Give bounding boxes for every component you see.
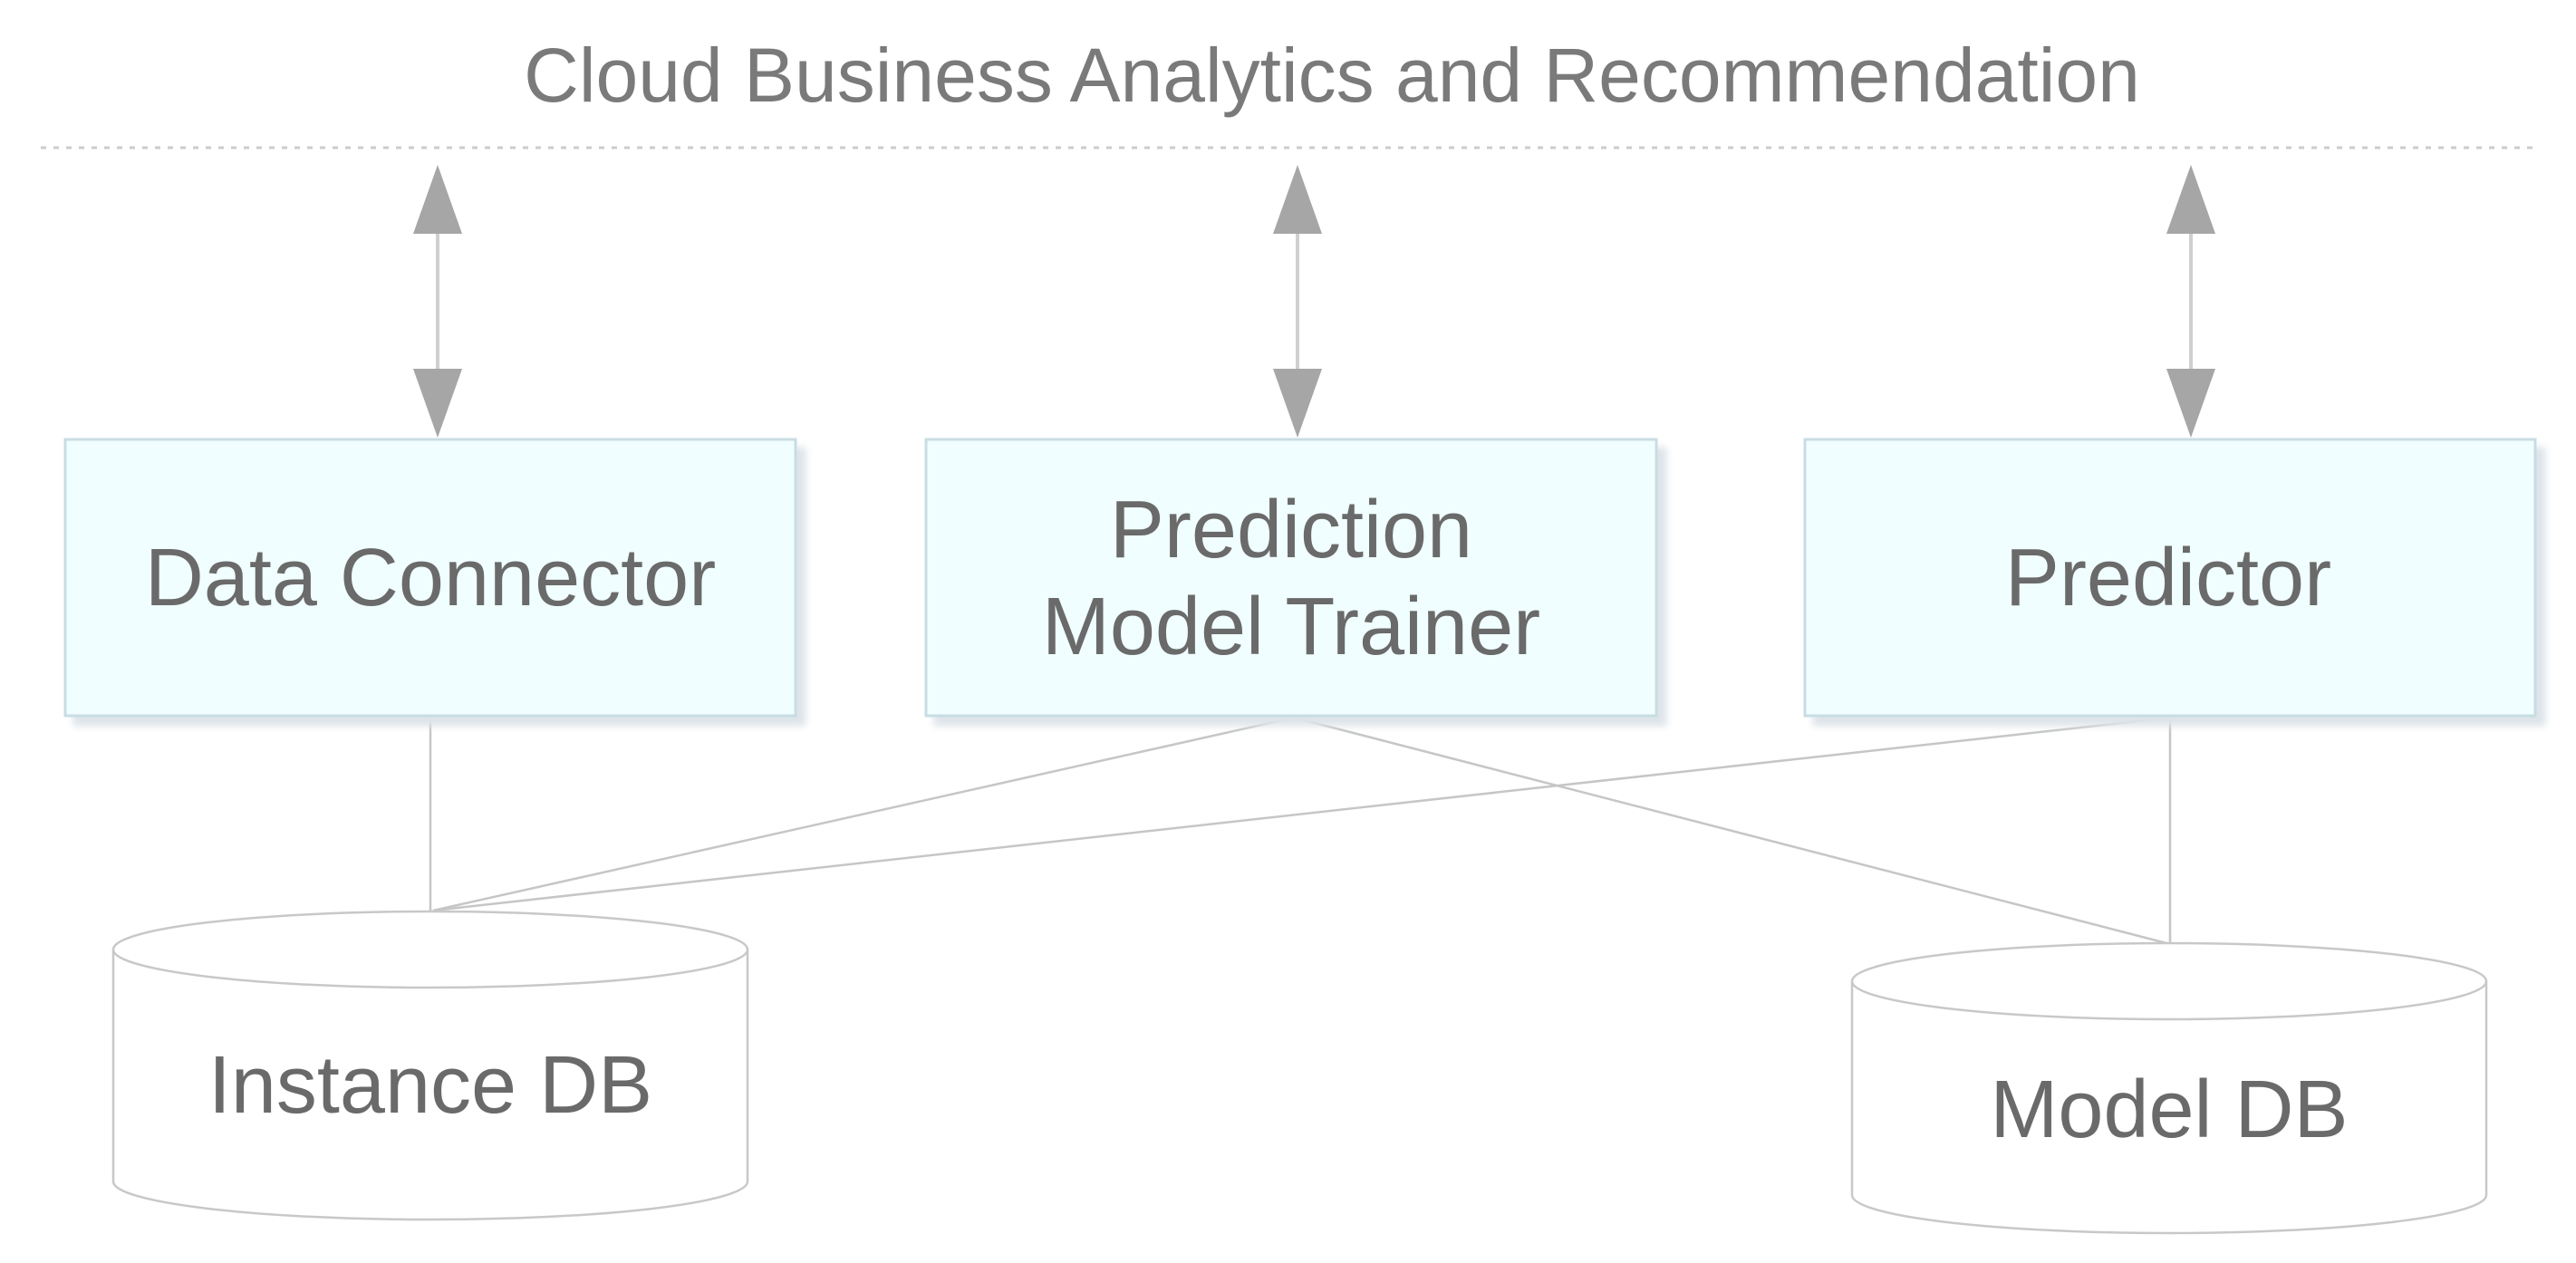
arrow-to-data-connector [413, 165, 462, 438]
arrowhead-down-icon [413, 369, 462, 438]
arrowhead-up-icon [2166, 165, 2215, 234]
trainer-to-instance-db-line [432, 716, 1295, 912]
arrowhead-down-icon [2166, 369, 2215, 438]
model-db-label: Model DB [1990, 1065, 2348, 1155]
connection-lines [429, 716, 2172, 946]
arrowhead-up-icon [413, 165, 462, 234]
model-trainer-label-line-2: Model Trainer [1042, 582, 1540, 672]
predictor-label: Predictor [2005, 533, 2331, 623]
predictor-to-instance-db-line [432, 716, 2171, 912]
diagram-title: Cloud Business Analytics and Recommendat… [524, 33, 2140, 118]
arrowhead-up-icon [1273, 165, 1322, 234]
model-trainer-label-line-1: Prediction [1110, 485, 1472, 575]
arrow-to-model-trainer [1273, 165, 1322, 438]
model-db-cylinder: Model DB [1850, 941, 2488, 1235]
predictor-box: Predictor [1803, 438, 2537, 718]
instance-db-cylinder: Instance DB [111, 910, 749, 1221]
trainer-to-model-db-line [1293, 716, 2171, 946]
instance-db-label: Instance DB [208, 1040, 652, 1131]
arrowhead-down-icon [1273, 369, 1322, 438]
data-connector-box: Data Connector [63, 438, 797, 718]
prediction-model-trainer-box: Prediction Model Trainer [924, 438, 1658, 718]
arrow-to-predictor [2166, 165, 2215, 438]
data-connector-label: Data Connector [145, 533, 716, 623]
